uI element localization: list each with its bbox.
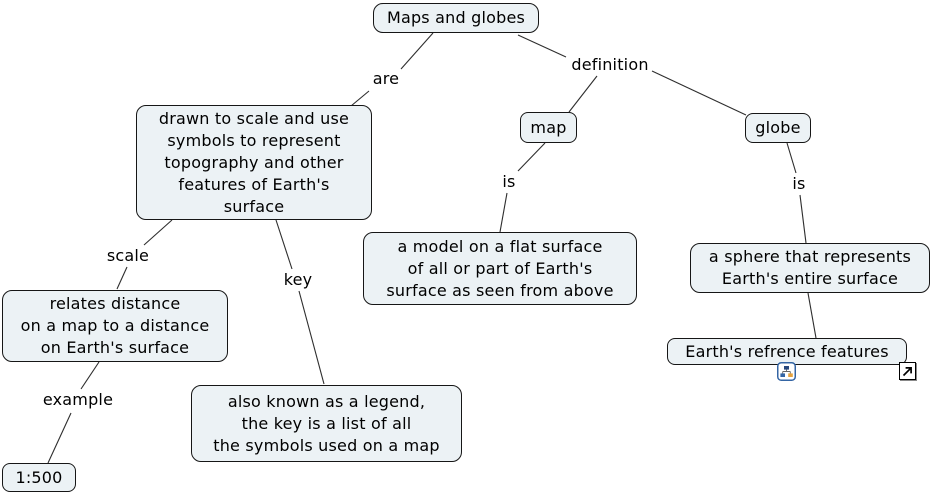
link-label-is-globe[interactable]: is xyxy=(792,174,806,193)
concept-node-key-legend[interactable]: also known as a legend, the key is a lis… xyxy=(191,385,462,462)
linked-cmap-icon-glyph xyxy=(777,362,796,381)
concept-node-maps-and-globes[interactable]: Maps and globes xyxy=(373,3,539,33)
concept-node-relates-distance[interactable]: relates distance on a map to a distance … xyxy=(2,290,228,362)
edge-drawn-to-scale-label[interactable] xyxy=(143,219,173,246)
edge-scale-to-relates[interactable] xyxy=(116,266,128,290)
edge-definition-to-globe[interactable] xyxy=(651,70,747,116)
edge-are-to-drawn[interactable] xyxy=(350,90,370,107)
link-label-scale[interactable]: scale xyxy=(106,246,150,265)
edge-globe-to-is[interactable] xyxy=(786,142,797,174)
concept-node-sphere[interactable]: a sphere that represents Earth's entire … xyxy=(690,243,930,293)
edge-map-to-is[interactable] xyxy=(517,142,546,172)
edge-drawn-to-key[interactable] xyxy=(275,219,293,270)
link-label-definition[interactable]: definition xyxy=(571,55,649,74)
resource-link-arrow-glyph xyxy=(902,366,912,376)
edge-example-to-1-500[interactable] xyxy=(47,412,72,464)
concept-node-drawn-to-scale[interactable]: drawn to scale and use symbols to repres… xyxy=(136,105,372,220)
resource-link-icon[interactable] xyxy=(899,362,916,380)
concept-node-earths-refrence-features[interactable]: Earth's refrence features xyxy=(667,338,907,365)
edge-definition-to-map[interactable] xyxy=(568,75,598,113)
concept-node-map[interactable]: map xyxy=(520,112,577,143)
link-label-is-map[interactable]: is xyxy=(502,172,516,191)
concept-node-model-flat-surface[interactable]: a model on a flat surface of all or part… xyxy=(363,232,637,305)
link-label-are[interactable]: are xyxy=(372,69,400,88)
edge-maps-to-definition[interactable] xyxy=(517,34,567,58)
edge-maps-to-are[interactable] xyxy=(400,32,434,70)
edge-key-to-legend[interactable] xyxy=(298,290,325,385)
edge-sphere-to-earths-refrence[interactable] xyxy=(807,292,817,339)
concept-node-scale-example-value[interactable]: 1:500 xyxy=(2,463,76,492)
edge-relates-to-example[interactable] xyxy=(80,361,100,390)
edge-is-to-model[interactable] xyxy=(499,192,508,233)
link-label-key[interactable]: key xyxy=(283,270,313,289)
edge-is-to-sphere[interactable] xyxy=(799,194,807,244)
concept-node-globe[interactable]: globe xyxy=(745,113,811,143)
linked-cmap-icon[interactable] xyxy=(777,362,796,381)
link-label-example[interactable]: example xyxy=(42,390,114,409)
